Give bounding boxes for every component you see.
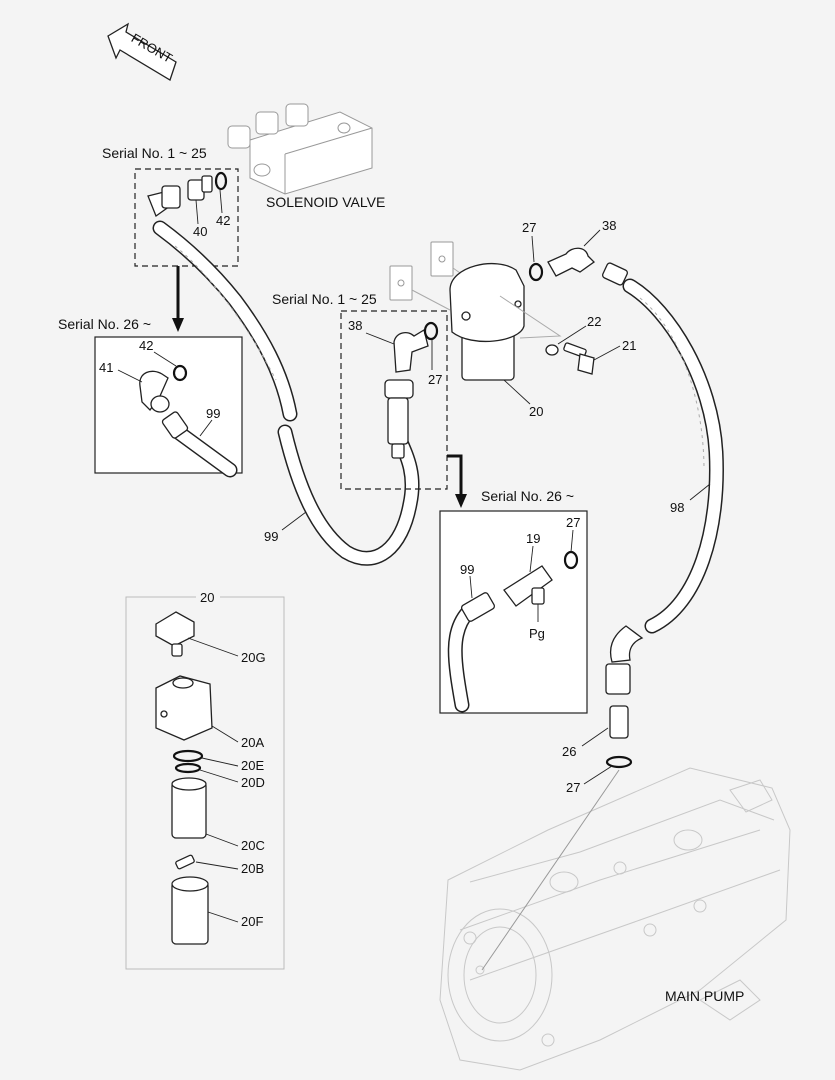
filter-part-20g: 20G (241, 650, 266, 665)
bolt-washer (545, 342, 595, 375)
fittings-top-right (528, 247, 596, 282)
hose-99 (152, 220, 420, 566)
callout-27-center: 27 (428, 372, 442, 387)
filter-assembly-20 (389, 241, 562, 381)
callout-42-top: 42 (216, 213, 230, 228)
callout-27-pump: 27 (566, 780, 580, 795)
fittings-top-left (147, 171, 228, 218)
filter-part-20d: 20D (241, 775, 265, 790)
callout-19: 19 (526, 531, 540, 546)
hose-98 (601, 262, 724, 769)
dashed-box-center (340, 310, 448, 490)
dashed-box-top-left (134, 168, 239, 267)
callout-41: 41 (99, 360, 113, 375)
filter-part-20a: 20A (241, 735, 264, 750)
filter-part-20c: 20C (241, 838, 265, 853)
fittings-inset-top-left (139, 364, 238, 478)
filter-part-20b: 20B (241, 861, 264, 876)
filter-kit-title: 20 (200, 590, 214, 605)
callout-99-inset-center: 99 (460, 562, 474, 577)
callout-20-main: 20 (529, 404, 543, 419)
solenoid-valve-label: SOLENOID VALVE (266, 194, 385, 210)
serial-note-center-new: Serial No. 26 ~ (481, 488, 574, 504)
callout-26: 26 (562, 744, 576, 759)
filter-part-20f: 20F (241, 914, 263, 929)
callout-42-inset: 42 (139, 338, 153, 353)
callout-38-top-right: 38 (602, 218, 616, 233)
front-arrow: FRONT (107, 22, 177, 81)
serial-note-center-old: Serial No. 1 ~ 25 (272, 291, 377, 307)
fittings-center (384, 321, 439, 459)
callout-22: 22 (587, 314, 601, 329)
callout-21: 21 (622, 338, 636, 353)
solenoid-valve (227, 103, 373, 195)
callout-40: 40 (193, 224, 207, 239)
main-pump-label: MAIN PUMP (665, 988, 744, 1004)
callout-pg: Pg (529, 626, 545, 641)
filter-kit-parts (155, 611, 213, 945)
callout-38-center: 38 (348, 318, 362, 333)
serial-note-top-left-old: Serial No. 1 ~ 25 (102, 145, 207, 161)
main-pump (439, 767, 791, 1071)
callout-98: 98 (670, 500, 684, 515)
serial-note-top-left-new: Serial No. 26 ~ (58, 316, 151, 332)
callout-27-inset: 27 (566, 515, 580, 530)
fittings-inset-center (447, 550, 579, 713)
filter-part-20e: 20E (241, 758, 264, 773)
callout-99-main: 99 (264, 529, 278, 544)
callout-27-top-right: 27 (522, 220, 536, 235)
callout-99-inset-left: 99 (206, 406, 220, 421)
